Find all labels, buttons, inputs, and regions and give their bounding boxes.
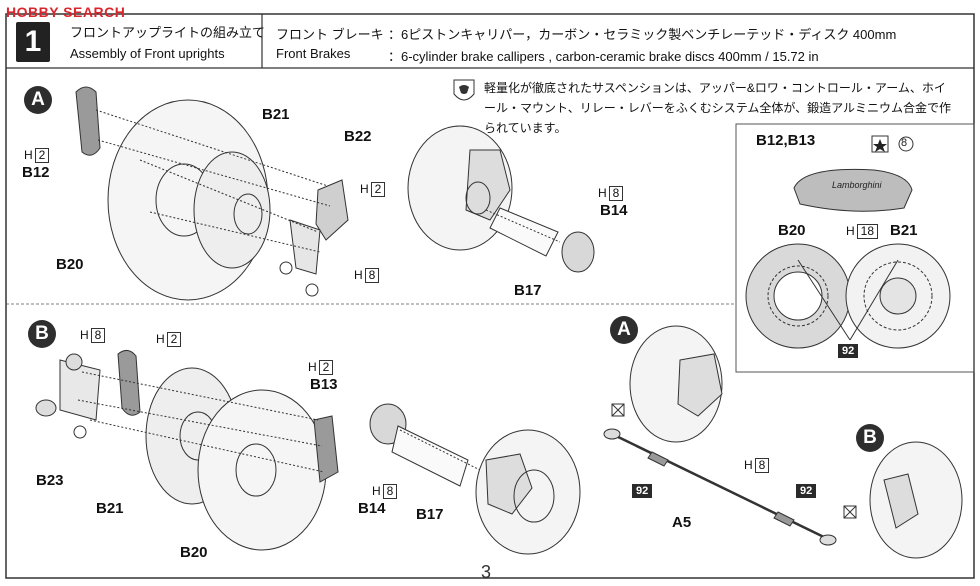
step-title-en: Assembly of Front uprights: [70, 46, 225, 61]
part-a5-label: A5: [672, 514, 692, 531]
spec-label-jp: フロント ブレーキ: [276, 27, 384, 42]
section-a-art: [75, 86, 595, 301]
page-number: 3: [481, 562, 492, 582]
part-b14-label: B14: [600, 202, 628, 219]
section-a-marker: A: [24, 86, 52, 114]
part-b20-label-b: B20: [180, 544, 208, 561]
watermark: HOBBY SEARCH: [6, 4, 125, 20]
part-badge-92: 92: [632, 484, 653, 498]
spec-label-en: Front Brakes: [276, 46, 351, 61]
inset-b20-label: B20: [778, 222, 806, 239]
part-b17-label-b: B17: [416, 506, 444, 523]
lamborghini-logo-icon: [453, 79, 475, 101]
part-badge-92: 92: [796, 484, 817, 498]
spec-value-en: ：6-cylinder brake callipers , carbon-cer…: [388, 49, 819, 64]
caliper-brand-text: Lamborghini: [832, 180, 882, 190]
section-b-art: [35, 325, 963, 559]
part-badge-92: 92: [838, 344, 859, 358]
ref-marker-a: A: [610, 316, 638, 344]
part-b14-label-b: B14: [358, 500, 386, 517]
inset-title: B12,B13: [756, 132, 816, 149]
part-b20-label: B20: [56, 256, 84, 273]
ref-marker-b: B: [856, 424, 884, 452]
inset-art: [745, 135, 951, 349]
suspension-note: 軽量化が徹底されたサスペンションは、アッパー&ロワ・コントロール・アーム、ホイー…: [484, 81, 952, 135]
part-b13-label: B13: [310, 376, 338, 393]
spec-value-jp: ：6ピストンキャリパー，カーボン・セラミック製ベンチレーテッド・ディスク 400…: [388, 27, 897, 42]
part-b21-label: B21: [262, 106, 290, 123]
inset-b21-label: B21: [890, 222, 918, 239]
part-b17-label: B17: [514, 282, 542, 299]
paint-code-circle: 8: [901, 137, 908, 149]
part-b23-label: B23: [36, 472, 64, 489]
step-number: 1: [16, 22, 50, 62]
step-title-jp: フロントアップライトの組み立て: [70, 25, 266, 40]
part-b22-label: B22: [344, 128, 372, 145]
part-b21-label-b: B21: [96, 500, 124, 517]
part-b12-label: B12: [22, 164, 50, 181]
section-b-marker: B: [28, 320, 56, 348]
watermark-brand: HOBBY SEARCH: [6, 4, 126, 20]
